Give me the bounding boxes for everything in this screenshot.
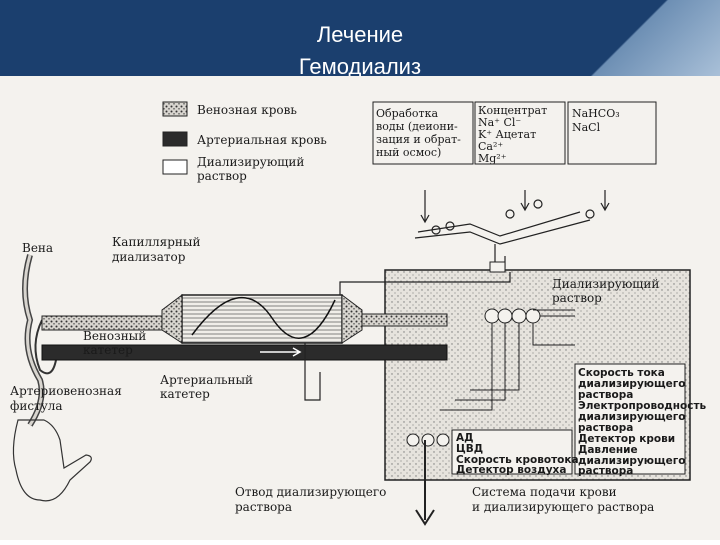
legend-arterial-swatch (162, 131, 188, 147)
monitor-line-1: Скорость тока (578, 367, 665, 379)
legend-dialysate-swatch (162, 159, 188, 175)
delivery-system-label-2: и диализирующего раствора (472, 500, 654, 514)
monitor-line-3: раствора (578, 389, 633, 401)
dialysate-pumps (484, 308, 541, 324)
slide-title-line-2: Гемодиализ (298, 54, 422, 76)
legend-venous-swatch (162, 101, 188, 117)
monitor-line-10: раствора (578, 465, 633, 477)
blood-monitor-line-4: Детектор воздуха (456, 464, 566, 476)
monitor-line-7: Детектор крови (578, 433, 675, 445)
blood-monitor-line-3: Скорость кровотока (456, 454, 579, 466)
vein-tube-inner (23, 254, 44, 426)
arterial-catheter-line (41, 344, 448, 361)
drain-label-2: раствора (235, 500, 292, 514)
monitor-line-4: Электропроводность (578, 400, 707, 412)
dialyzer-inlet-pipe (339, 272, 511, 295)
water-line-4: ный осмос) (376, 146, 441, 159)
legend-arterial-label: Артериальная кровь (197, 133, 327, 147)
hand-outline (12, 419, 92, 502)
monitor-line-8: Давление (578, 444, 638, 456)
venous-catheter-label-1: Венозный (83, 329, 146, 343)
bicarbonate-box (567, 101, 657, 165)
blood-sensors (406, 433, 450, 447)
monitor-line-5: диализирующего (578, 411, 685, 423)
dialyzer-flow-curve (191, 296, 336, 339)
blood-monitor-box (451, 429, 573, 475)
fistula-loop (34, 319, 57, 375)
dialysate-solution-label-1: Диализирующий (552, 277, 659, 291)
dialyzer-outlet-pipe (304, 343, 321, 401)
concentrate-line-3: K⁺ Ацетат (478, 128, 536, 141)
av-fistula-label-2: фистула (10, 399, 63, 413)
bicarbonate-line-1: NaHCO₃ (572, 107, 620, 120)
supply-pipes (414, 190, 610, 269)
water-treatment-text: Обработка воды (деиони- зация и обрат- н… (376, 107, 461, 159)
delivery-system-label-1: Система подачи крови (472, 485, 617, 499)
concentrate-line-1: Концентрат (478, 104, 547, 117)
capillary-dialyzer-label-2: диализатор (112, 250, 186, 264)
hemodialysis-diagram: Венозная кровь Артериальная кровь Диализ… (10, 101, 707, 526)
venous-catheter-line (41, 315, 183, 331)
capillary-dialyzer-label-1: Капиллярный (112, 235, 200, 249)
scanned-diagram-area: Венозная кровь Артериальная кровь Диализ… (0, 76, 720, 540)
legend-dialysate-label-2: раствор (197, 169, 247, 183)
legend-dialysate-label-1: Диализирующий (197, 155, 304, 169)
monitor-line-2: диализирующего (578, 378, 685, 390)
bicarbonate-line-2: NaCl (572, 121, 601, 134)
vein-label: Вена (22, 241, 53, 255)
blood-monitor-line-1: АД (456, 432, 473, 444)
arterial-catheter-label-1: Артериальный (160, 373, 253, 387)
blood-monitor-line-2: ЦВД (456, 443, 483, 455)
monitor-line-9: диализирующего (578, 455, 685, 467)
water-line-2: воды (деиони- (376, 120, 458, 133)
water-line-1: Обработка (376, 107, 438, 120)
drain-arrow (415, 440, 435, 526)
monitor-line-6: раствора (578, 422, 633, 434)
arterial-catheter-label-2: катетер (160, 387, 210, 401)
title-banner (0, 0, 720, 76)
av-fistula-label-1: Артериовенозная (10, 384, 122, 398)
concentrate-line-2: Na⁺ Cl⁻ (478, 116, 521, 129)
water-treatment-box (372, 101, 474, 165)
dialysate-internal-pipes (440, 309, 575, 411)
legend-venous-label: Венозная кровь (197, 103, 297, 117)
machine-inlet (489, 261, 506, 273)
drain-label-1: Отвод диализирующего (235, 485, 386, 499)
concentrate-line-4: Ca²⁺ (478, 140, 503, 153)
dialyzer-cap-right (341, 294, 363, 344)
title-clip: Лечение Гемодиализ (0, 0, 720, 76)
banner-corner-accent (560, 0, 720, 76)
slide-title-line-1: Лечение (316, 22, 404, 47)
arterial-flow-arrow (260, 347, 302, 357)
venous-catheter-label-2: катетер (83, 343, 133, 357)
venous-return-pipe (361, 313, 448, 327)
monitor-labels-box (574, 363, 686, 475)
concentrate-line-5: Mg²⁺ (478, 152, 507, 165)
dialysate-solution-label-2: раствор (552, 291, 602, 305)
water-line-3: зация и обрат- (376, 133, 461, 146)
dialyzer-cap-left (161, 294, 183, 344)
concentrate-box (474, 101, 566, 165)
